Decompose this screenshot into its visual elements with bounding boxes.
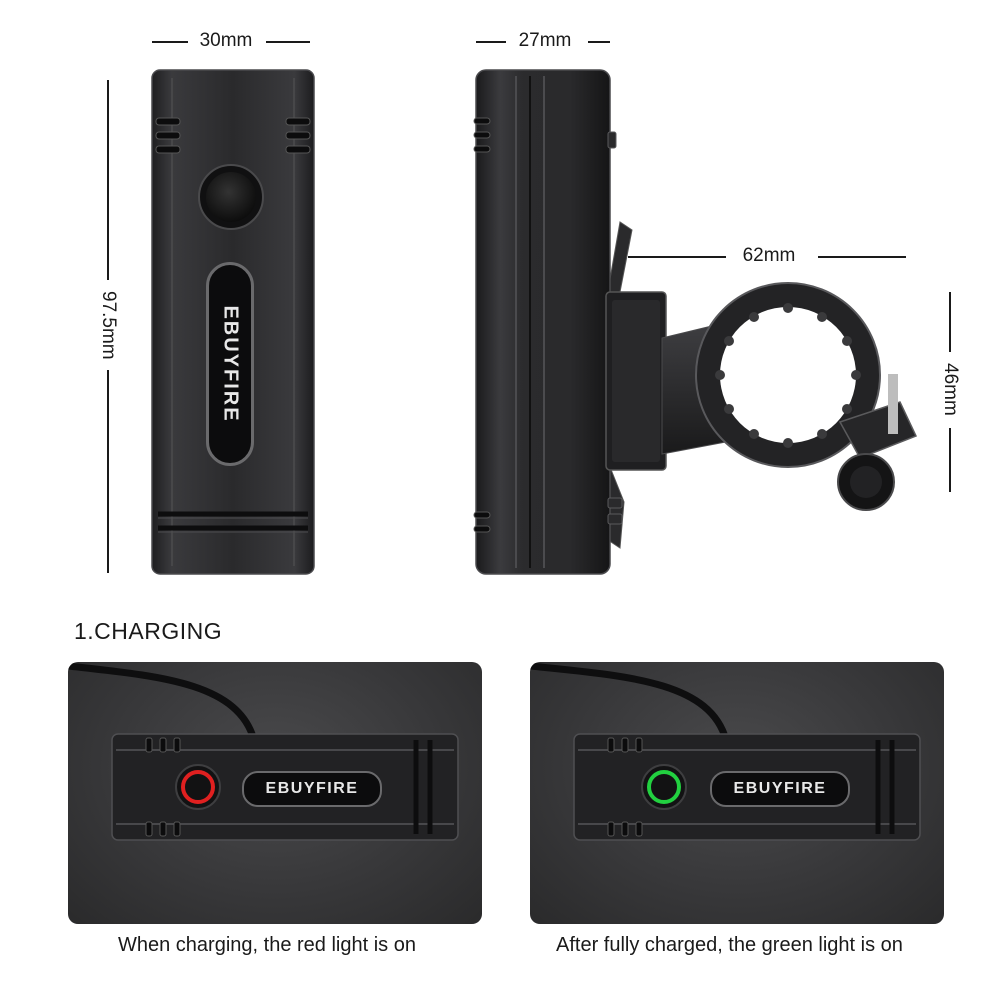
charging-panel-green: EBUYFIRE (530, 662, 944, 924)
dim-line-side-width-right (588, 41, 610, 43)
dim-line-mount-length-right (818, 256, 906, 258)
bike-light-side-view (473, 69, 918, 575)
section-title: 1.CHARGING (74, 618, 223, 644)
dim-line-front-width-right (266, 41, 310, 43)
charging-cable (530, 662, 730, 744)
brand-label-vertical: EBUYFIRE (219, 305, 242, 423)
caption-charging: When charging, the red light is on (118, 934, 416, 956)
dim-label-mount-height: 46mm (940, 362, 961, 416)
dim-line-side-width-left (476, 41, 506, 43)
charging-panel-red: EBUYFIRE (68, 662, 482, 924)
brand-badge-vertical: EBUYFIRE (206, 262, 254, 466)
dim-line-front-height-top (107, 80, 109, 280)
dim-line-mount-height-top (949, 292, 951, 352)
dim-line-front-width-left (152, 41, 188, 43)
dim-line-front-height-bottom (107, 370, 109, 573)
dim-label-front-width: 30mm (199, 30, 253, 51)
charging-indicator-green (647, 770, 681, 804)
dim-label-mount-length: 62mm (742, 245, 796, 266)
dim-label-side-width: 27mm (518, 30, 572, 51)
dim-line-mount-height-bottom (949, 428, 951, 492)
brand-badge: EBUYFIRE (242, 771, 382, 807)
dim-line-mount-length-left (628, 256, 726, 258)
caption-charged: After fully charged, the green light is … (556, 934, 903, 956)
charging-indicator-red (181, 770, 215, 804)
dim-label-front-height: 97.5mm (98, 290, 119, 360)
brand-badge: EBUYFIRE (710, 771, 850, 807)
charging-cable (68, 662, 258, 744)
